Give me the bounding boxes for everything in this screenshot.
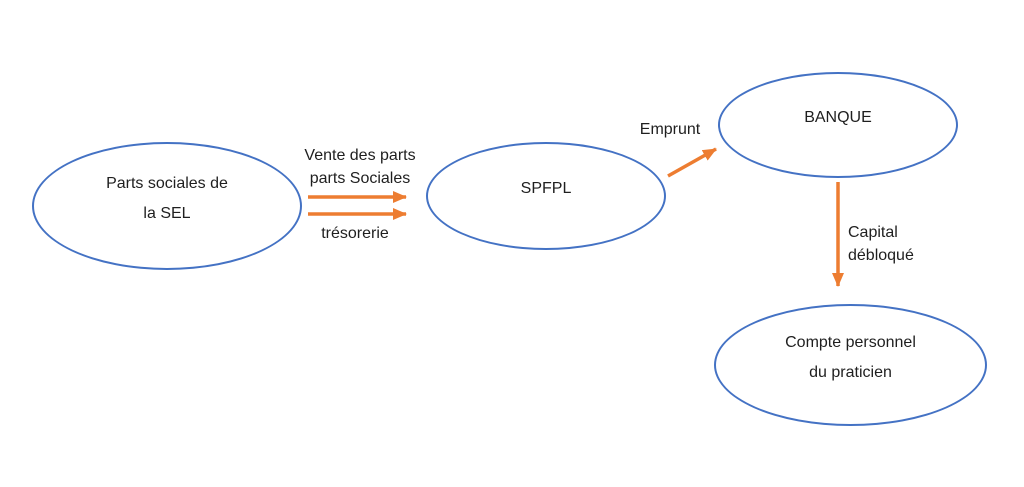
tresorerie-label: trésorerie bbox=[321, 225, 389, 242]
node-compte-personnel-line2: du praticien bbox=[809, 364, 892, 381]
node-banque-label: BANQUE bbox=[804, 109, 872, 126]
node-spfpl-label: SPFPL bbox=[520, 180, 572, 197]
vente-label-line2: parts Sociales bbox=[309, 170, 411, 187]
node-compte-personnel-line1: Compte personnel bbox=[785, 334, 916, 351]
vente-label: Vente des parts parts Sociales bbox=[280, 144, 440, 190]
vente-label-line1: Vente des parts bbox=[304, 147, 416, 164]
capital-label: Capital débloqué bbox=[848, 221, 914, 267]
node-parts-sociales-sel-line2: la SEL bbox=[143, 205, 191, 222]
node-parts-sociales-sel: Parts sociales de la SEL bbox=[32, 142, 302, 270]
node-compte-personnel: Compte personnel du praticien bbox=[714, 304, 987, 426]
capital-label-line2: débloqué bbox=[848, 247, 914, 264]
capital-label-line1: Capital bbox=[848, 224, 898, 241]
node-parts-sociales-sel-line1: Parts sociales de bbox=[106, 175, 228, 192]
node-spfpl: SPFPL bbox=[426, 142, 666, 250]
emprunt-label: Emprunt bbox=[639, 121, 701, 138]
node-banque: BANQUE bbox=[718, 72, 958, 178]
emprunt-arrow bbox=[667, 147, 717, 178]
